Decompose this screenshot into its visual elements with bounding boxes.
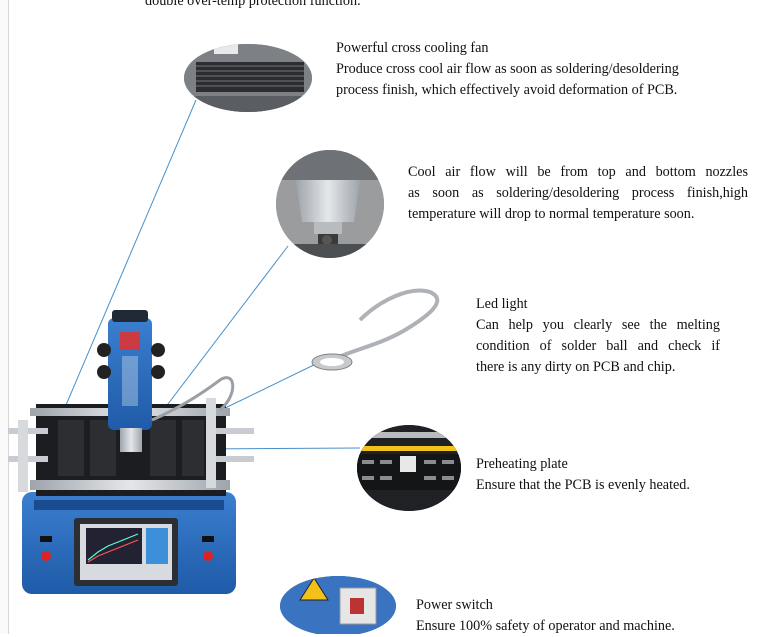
feature-line: process finish, which effectively avoid … xyxy=(336,82,678,98)
preheating-plate-photo xyxy=(357,425,461,511)
feature-line: temperature will drop to normal temperat… xyxy=(408,206,695,222)
feature-cool-air-nozzles: Cool air flow will be from top and botto… xyxy=(408,162,748,225)
feature-title: Led light xyxy=(476,296,528,312)
feature-cooling-fan: Powerful cross cooling fan Produce cross… xyxy=(336,38,679,101)
power-switch-photo xyxy=(280,576,396,634)
feature-line: Cool air flow will be from top and botto… xyxy=(408,164,748,180)
feature-power-switch: Power switch Ensure 100% safety of opera… xyxy=(416,595,675,637)
feature-preheating-plate: Preheating plate Ensure that the PCB is … xyxy=(476,454,690,496)
nozzle-photo xyxy=(276,150,384,258)
feature-title: Preheating plate xyxy=(476,456,568,472)
feature-line: there is any dirty on PCB and chip. xyxy=(476,359,676,375)
intro-line: double over-temp protection function. xyxy=(145,0,361,9)
feature-line: Can help you clearly see the melting xyxy=(476,317,720,333)
feature-line: Ensure that the PCB is evenly heated. xyxy=(476,477,690,493)
page-left-edge xyxy=(0,0,9,634)
feature-title: Power switch xyxy=(416,597,493,613)
feature-led-light: Led light Can help you clearly see the m… xyxy=(476,294,720,378)
feature-line: Produce cross cool air flow as soon as s… xyxy=(336,61,679,77)
intro-text: double over-temp protection function. xyxy=(145,0,361,12)
feature-line: Ensure 100% safety of operator and machi… xyxy=(416,618,675,634)
rework-station-machine xyxy=(8,310,254,594)
feature-title: Powerful cross cooling fan xyxy=(336,40,489,56)
cooling-fan-photo xyxy=(184,44,312,112)
led-light-photo xyxy=(311,288,440,371)
feature-line: condition of solder ball and check if xyxy=(476,338,720,354)
feature-line: as soon as soldering/desoldering process… xyxy=(408,185,748,201)
